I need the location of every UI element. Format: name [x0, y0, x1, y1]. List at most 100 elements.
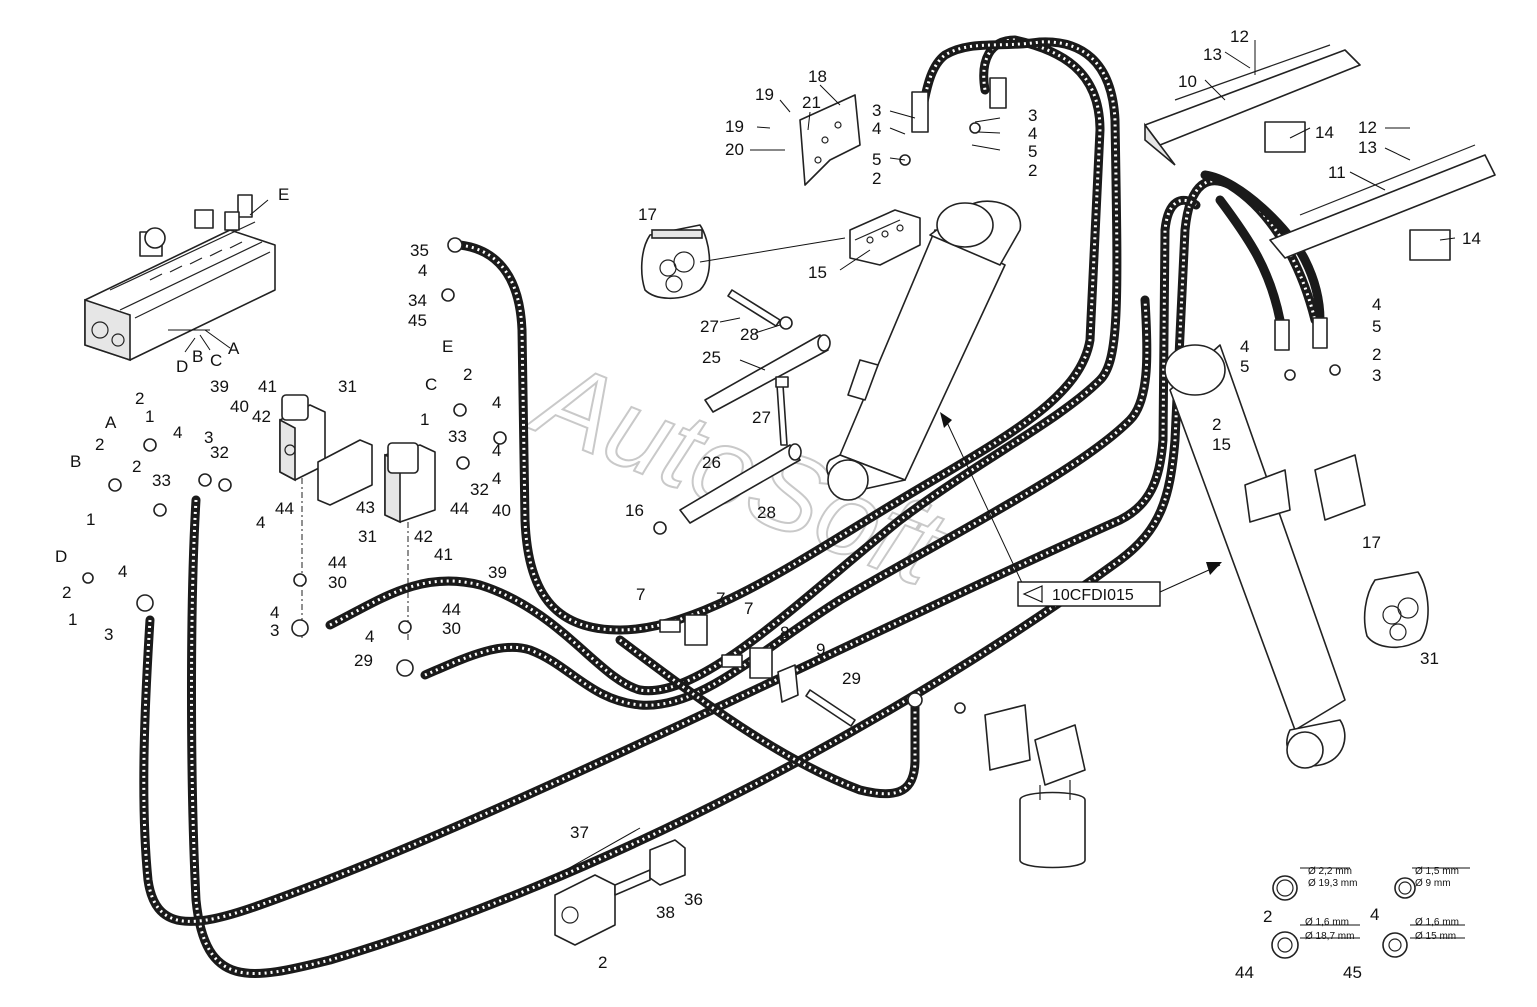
callout: 32 — [210, 443, 229, 462]
callout: 30 — [328, 573, 347, 592]
callout: 3 — [204, 428, 213, 447]
seal-45-label: 45 — [1343, 963, 1362, 982]
callout: 1 — [68, 610, 77, 629]
callout: 44 — [450, 499, 469, 518]
callout: 11 — [1328, 163, 1346, 182]
callout: 4 — [492, 441, 501, 460]
bracket-18 — [799, 94, 861, 186]
callout: B — [70, 452, 81, 471]
callout: 33 — [152, 471, 171, 490]
gasket-17-top — [640, 224, 711, 300]
callout: 2 — [132, 457, 141, 476]
seal-2-label: 2 — [1263, 907, 1272, 926]
callout: 2 — [872, 169, 881, 188]
seal-45-diameter: Ø 15 mm — [1415, 931, 1456, 942]
callout: 39 — [488, 563, 507, 582]
callout: 5 — [1028, 142, 1037, 161]
callout: 37 — [570, 823, 589, 842]
valve-block-15-right — [1244, 454, 1366, 523]
callout: 4 — [118, 562, 127, 581]
callout: 2 — [95, 435, 104, 454]
lift-cylinder-right — [1164, 344, 1346, 769]
callout: 18 — [808, 67, 827, 86]
callout: 2 — [1028, 161, 1037, 180]
callout: 39 — [210, 377, 229, 396]
callout: 13 — [1358, 138, 1377, 157]
hoses — [139, 35, 1325, 978]
callout: 33 — [448, 427, 467, 446]
callout: 4 — [365, 627, 374, 646]
solenoid-valve-center — [384, 442, 436, 640]
callout: 4 — [492, 469, 501, 488]
callout: B — [192, 347, 203, 366]
callout: 28 — [740, 325, 759, 344]
callout: 17 — [1362, 533, 1381, 552]
callout: 29 — [354, 651, 373, 670]
callout: 8 — [780, 623, 789, 642]
callout: 4 — [1028, 124, 1037, 143]
callout: 32 — [470, 480, 489, 499]
hose-center-low — [420, 295, 1152, 710]
callout: 44 — [328, 553, 347, 572]
reference-callout: 10CFDI015 — [1017, 581, 1161, 607]
callout: 2 — [463, 365, 472, 384]
callout: 43 — [356, 498, 375, 517]
callout: 5 — [1240, 357, 1249, 376]
callout: 31 — [1420, 649, 1439, 668]
seal-44-thickness: Ø 1,6 mm — [1305, 917, 1349, 928]
callout: 15 — [1212, 435, 1231, 454]
arrow-head-right — [1206, 562, 1222, 575]
callout: 41 — [434, 545, 453, 564]
callout: 31 — [338, 377, 357, 396]
callout: 1 — [86, 510, 95, 529]
callout: 28 — [757, 503, 776, 522]
lift-cylinder-left — [826, 200, 1022, 501]
callout: 30 — [442, 619, 461, 638]
callout: 4 — [270, 603, 279, 622]
valve-block-36 — [547, 827, 686, 946]
pins — [679, 289, 856, 727]
seal-table: Ø 2,2 mm Ø 19,3 mm Ø 1,5 mm Ø 9 mm Ø 1,6… — [1235, 866, 1470, 982]
clamps-7-8 — [659, 614, 799, 703]
callout: 7 — [744, 599, 753, 618]
seal-45-thickness: Ø 1,6 mm — [1415, 917, 1459, 928]
hose-right-cyl — [1215, 195, 1285, 325]
callout: 10 — [1178, 72, 1197, 91]
callout: 42 — [414, 527, 433, 546]
callout: 3 — [1028, 106, 1037, 125]
callout: 44 — [442, 600, 461, 619]
callout: D — [176, 357, 188, 376]
reference-triangle-icon — [1022, 585, 1043, 603]
callout: 4 — [256, 513, 265, 532]
leader-lines — [168, 40, 1456, 601]
callout: 2 — [1212, 415, 1221, 434]
callout: 4 — [492, 393, 501, 412]
callout: 4 — [872, 119, 881, 138]
callout: 2 — [135, 389, 144, 408]
hose-top-center — [455, 35, 1105, 635]
callout: 27 — [752, 408, 771, 427]
seal-4-diameter: Ø 9 mm — [1415, 878, 1451, 889]
callout: 40 — [230, 397, 249, 416]
callout: E — [278, 185, 289, 204]
callout: 3 — [872, 101, 881, 120]
callout: 9 — [816, 640, 825, 659]
callout: 4 — [173, 423, 182, 442]
callout: 2 — [1372, 345, 1381, 364]
callout: A — [228, 339, 240, 358]
callout: A — [105, 413, 117, 432]
callout: 14 — [1315, 123, 1334, 142]
arrow-head-left — [940, 412, 952, 428]
callout: 12 — [1230, 27, 1249, 46]
seal-44-diameter: Ø 18,7 mm — [1305, 931, 1354, 942]
seal-44-label: 44 — [1235, 963, 1254, 982]
reference-code: 10CFDI015 — [1052, 587, 1134, 604]
callout: 19 — [725, 117, 744, 136]
callout: 42 — [252, 407, 271, 426]
callout: 2 — [598, 953, 607, 972]
bracket-11 — [1269, 144, 1496, 259]
callout: 35 — [410, 241, 429, 260]
callout: 4 — [418, 261, 427, 280]
callout: 44 — [275, 499, 294, 518]
